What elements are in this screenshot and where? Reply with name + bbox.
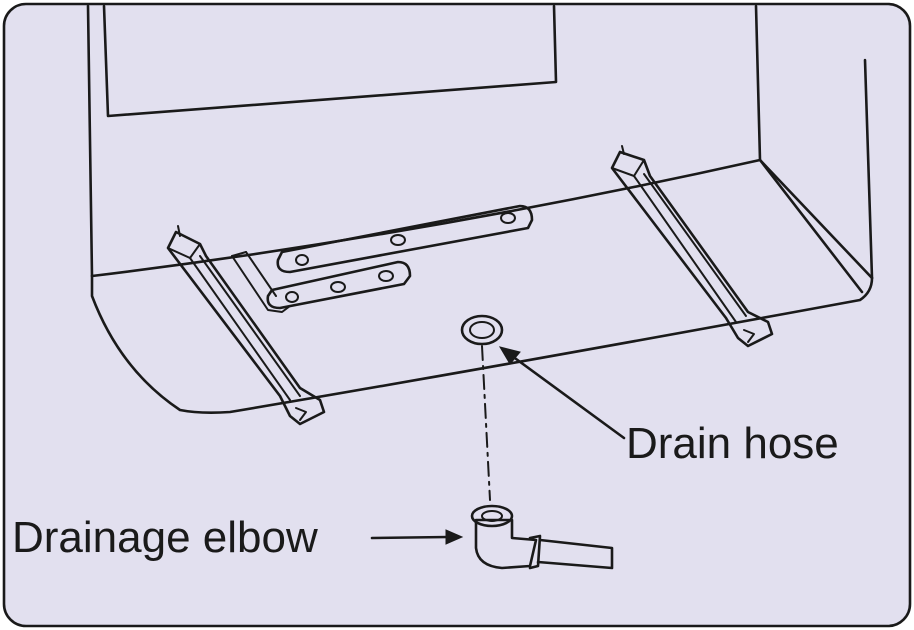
right-mounting-bracket (610, 145, 774, 348)
drain-outlet (460, 314, 504, 346)
alignment-line (481, 345, 491, 501)
drain-hose-arrow (498, 346, 626, 440)
front-panel-window (102, 4, 558, 118)
plate-outline-step (231, 251, 291, 313)
mounting-plate-upper (276, 204, 534, 274)
drainage-elbow-arrow (370, 529, 464, 545)
drainage-elbow-part (470, 504, 614, 570)
drainage-elbow-label: Drainage elbow (12, 513, 318, 562)
mounting-plate-lower (266, 260, 412, 310)
base-tray (90, 158, 874, 414)
drain-hose-label: Drain hose (626, 419, 839, 468)
unit-body (86, 4, 874, 280)
left-mounting-bracket (166, 225, 326, 426)
